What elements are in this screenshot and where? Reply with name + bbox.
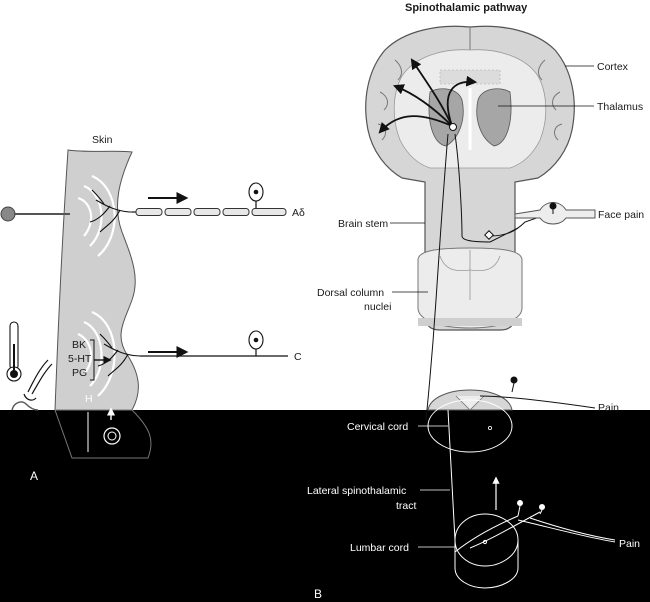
free-nerve-ending-upper xyxy=(89,189,133,233)
label-pg: PG xyxy=(72,367,87,379)
label-thalamus: Thalamus xyxy=(597,101,643,113)
label-lateral-tract-2: tract xyxy=(396,500,417,512)
thalamic-neuron xyxy=(449,123,457,131)
trigeminal-connection xyxy=(489,213,549,237)
drg-neuron-1 xyxy=(517,500,523,506)
label-skin: Skin xyxy=(92,134,113,146)
label-lateral-tract: Lateral spinothalamic xyxy=(307,485,406,497)
drg-neuron-2 xyxy=(539,504,545,510)
skin-tissue xyxy=(54,149,139,411)
thalamus-left xyxy=(428,88,464,147)
label-c-fiber: C xyxy=(294,351,302,363)
pinch-instrument-icon xyxy=(23,359,53,401)
label-h: H xyxy=(85,393,93,405)
pin-head xyxy=(0,206,16,222)
pin-stimulus xyxy=(0,206,70,222)
thalamus-right xyxy=(476,88,512,147)
thermometer-icon xyxy=(6,321,22,382)
label-5ht: 5-HT xyxy=(68,353,92,365)
medulla xyxy=(417,247,523,329)
cervical-cord xyxy=(427,389,513,453)
label-lumbar-cord: Lumbar cord xyxy=(350,542,409,554)
label-face-pain: Face pain xyxy=(598,209,644,221)
label-bk: BK xyxy=(72,339,86,351)
label-cortex: Cortex xyxy=(597,61,629,73)
label-pain-upper: Pain xyxy=(598,402,619,414)
cortical-projection-arrows xyxy=(378,58,478,134)
label-dorsal-column: Dorsal column xyxy=(317,287,384,299)
face-pain-nerve xyxy=(514,202,596,225)
skin-section xyxy=(54,149,152,459)
pathway-title: Spinothalamic pathway xyxy=(405,2,528,14)
skin-tissue-lower xyxy=(54,409,152,459)
mast-cell-icon xyxy=(103,427,121,445)
stimulus-waves-upper xyxy=(77,174,116,257)
a-delta-fiber xyxy=(132,182,287,216)
lower-pain-fibers xyxy=(454,505,616,553)
c-fiber xyxy=(140,330,288,357)
chemical-mediators: BK 5-HT PG xyxy=(68,339,112,381)
upper-pain-fiber xyxy=(479,376,596,409)
brain xyxy=(365,25,575,331)
label-cervical-cord: Cervical cord xyxy=(347,421,408,433)
tissue-fold-icon xyxy=(11,401,39,411)
label-a-delta: Aδ xyxy=(292,207,305,219)
stimulus-waves-lower xyxy=(77,310,116,397)
label-brain-stem: Brain stem xyxy=(338,218,388,230)
panel-a-label: A xyxy=(30,469,38,483)
label-pain-lower: Pain xyxy=(619,538,640,550)
ascending-fiber-lower xyxy=(447,409,456,541)
panel-b-label: B xyxy=(314,587,322,601)
trigeminal-nucleus-marker xyxy=(484,230,494,240)
label-dorsal-column-nuclei: nuclei xyxy=(364,301,391,313)
lower-black-band xyxy=(0,410,650,602)
free-nerve-ending-lower xyxy=(97,333,141,377)
